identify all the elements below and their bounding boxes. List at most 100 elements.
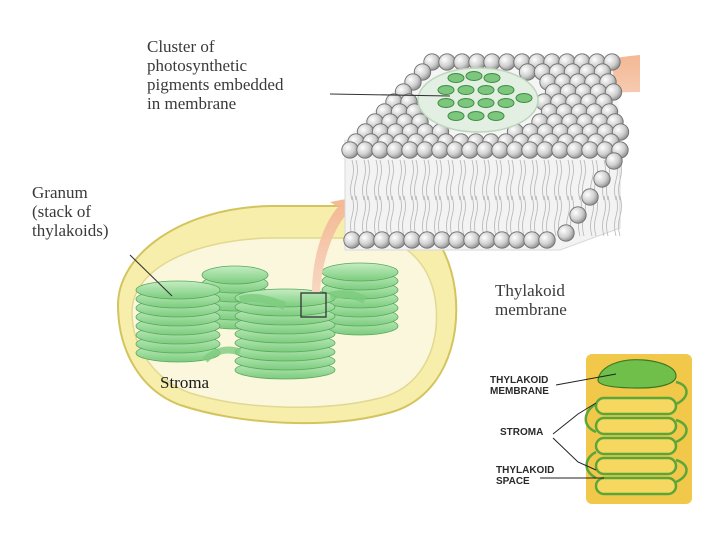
lipid-tail: [350, 195, 358, 237]
lipid-tail: [542, 195, 550, 237]
phospholipid-head: [478, 231, 496, 249]
pigment-molecule: [477, 98, 495, 108]
phospholipid-head: [508, 231, 526, 249]
phospholipid-head: [493, 231, 511, 249]
pigment-molecule: [447, 73, 465, 83]
grana: [135, 262, 399, 380]
thylakoid-disc: [321, 262, 399, 282]
leader-lines: [129, 93, 451, 297]
inset-thylakoid: [594, 476, 678, 496]
phospholipid-head: [446, 141, 464, 159]
pigments-label: Cluster of photosynthetic pigments embed…: [147, 37, 284, 113]
granum-label: Granum (stack of thylakoids): [32, 183, 109, 240]
pigment-molecule: [457, 85, 475, 95]
phospholipid-head: [593, 170, 611, 188]
lipid-tail: [518, 159, 526, 201]
phospholipid-head: [431, 141, 449, 159]
inset-thylakoid-space-label: THYLAKOID SPACE: [496, 465, 555, 487]
inset-membrane-cap: [597, 359, 677, 389]
lipid-tail: [398, 195, 406, 237]
pigment-molecule: [465, 71, 483, 81]
lipid-tail: [518, 195, 526, 237]
phospholipid-head: [581, 188, 599, 206]
inset-thylakoid: [594, 396, 678, 416]
stroma-lamellae: [202, 290, 367, 363]
thylakoid-disc: [135, 280, 221, 300]
phospholipid-head: [403, 231, 421, 249]
lipid-tail: [530, 159, 538, 201]
lipid-tail: [386, 159, 394, 201]
fatty-acid-tails: [350, 159, 622, 237]
phospholipid-head: [356, 141, 374, 159]
inset-stroma-label: STROMA: [500, 427, 544, 438]
inset-leader-lines: [540, 373, 617, 479]
pigment-molecule: [447, 111, 465, 121]
lipid-tail: [350, 159, 358, 201]
lipid-tail: [614, 195, 622, 237]
lipid-tail: [362, 195, 370, 237]
phospholipid-head: [401, 141, 419, 159]
phospholipid-head: [386, 141, 404, 159]
lipid-tail: [362, 159, 370, 201]
pigment-molecule: [497, 85, 515, 95]
phospholipid-head: [388, 231, 406, 249]
inset-lamellae: [675, 380, 688, 484]
lipid-tail: [422, 195, 430, 237]
phospholipid-head: [538, 231, 556, 249]
pigment-molecule: [467, 111, 485, 121]
phospholipid-head: [433, 231, 451, 249]
inset-thylakoid-membrane-label: THYLAKOID MEMBRANE: [490, 375, 549, 397]
phospholipid-head: [438, 53, 456, 71]
pigments-leader: [329, 93, 451, 97]
lipid-tail: [566, 159, 574, 201]
lipid-tail: [458, 159, 466, 201]
phospholipid-head: [506, 141, 524, 159]
lipid-tail: [374, 195, 382, 237]
phospholipid-head: [523, 231, 541, 249]
lipid-tail: [446, 195, 454, 237]
thylakoid-membrane-block: [341, 53, 630, 251]
lipid-tail: [422, 159, 430, 201]
lipid-tail: [530, 195, 538, 237]
inset-thylakoid-discs: [584, 359, 688, 496]
phospholipid-head: [341, 141, 359, 159]
phospholipid-head: [476, 141, 494, 159]
phospholipid-heads: [341, 53, 630, 249]
pigment-molecule: [437, 85, 455, 95]
thylakoid-inset: [540, 354, 692, 504]
phospholipid-head: [358, 231, 376, 249]
inset-thylakoid: [594, 416, 678, 436]
lipid-tail: [554, 159, 562, 201]
phospholipid-head: [605, 152, 623, 170]
phospholipid-head: [551, 141, 569, 159]
pigment-molecule: [515, 93, 533, 103]
phospholipid-head: [461, 141, 479, 159]
phospholipid-head: [581, 141, 599, 159]
lipid-tail: [482, 159, 490, 201]
inset-lamellae: [584, 402, 597, 480]
lipid-tail: [434, 195, 442, 237]
phospholipid-head: [416, 141, 434, 159]
stroma-label: Stroma: [160, 373, 210, 392]
lipid-tail: [410, 195, 418, 237]
inset-thylakoid: [594, 436, 678, 456]
photosynthetic-pigments: [437, 71, 533, 121]
pigment-molecule: [477, 85, 495, 95]
lipid-tail: [506, 195, 514, 237]
lipid-tail: [470, 159, 478, 201]
inset-thylakoid: [594, 456, 678, 476]
lipid-tail: [542, 159, 550, 201]
thylakoid-membrane-label: Thylakoid membrane: [495, 281, 567, 319]
phospholipid-head: [448, 231, 466, 249]
phospholipid-head: [566, 141, 584, 159]
phospholipid-head: [536, 141, 554, 159]
lipid-tail: [434, 159, 442, 201]
pigment-molecule: [457, 98, 475, 108]
lipid-tail: [386, 195, 394, 237]
lipid-tail: [398, 159, 406, 201]
lipid-tail: [458, 195, 466, 237]
phospholipid-head: [557, 224, 575, 242]
phospholipid-head: [371, 141, 389, 159]
pigment-molecule: [437, 98, 455, 108]
